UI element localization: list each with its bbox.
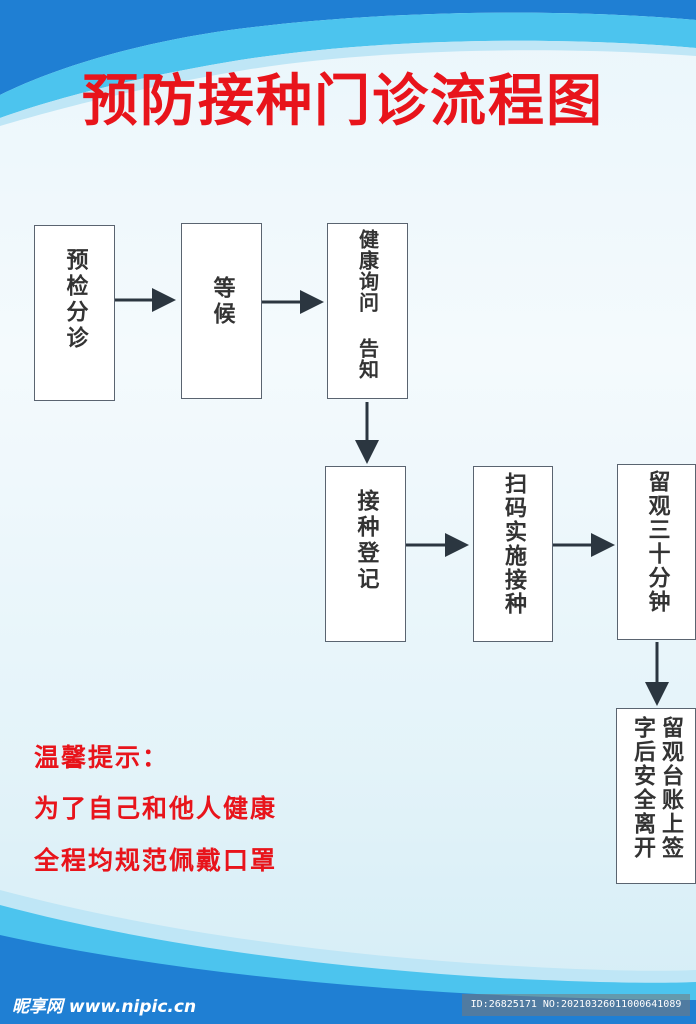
tips-line-1: 为了自己和他人健康: [34, 794, 278, 823]
tips-line-2: 全程均规范佩戴口罩: [34, 846, 278, 875]
node-registration: 接种登记: [325, 466, 406, 642]
node-observe: 留观三十分钟: [617, 464, 696, 640]
image-id-watermark: ID:26825171 NO:20210326011000641089: [462, 994, 690, 1016]
page-title: 预防接种门诊流程图: [82, 69, 604, 134]
node-health-inquiry-label: 健康询问 告知: [355, 229, 380, 380]
node-sign-leave-label: 留观台账上签字后安全离开: [630, 716, 683, 860]
node-observe-label: 留观三十分钟: [644, 470, 670, 614]
node-health-inquiry: 健康询问 告知: [327, 223, 408, 399]
node-pre-check-label: 预检分诊: [62, 248, 88, 352]
node-scan-vaccinate-label: 扫码实施接种: [501, 472, 526, 616]
node-scan-vaccinate: 扫码实施接种: [473, 466, 553, 642]
watermark-logo: 昵享网 www.nipic.cn: [12, 997, 197, 1017]
node-wait-label: 等候: [209, 276, 235, 328]
node-pre-check: 预检分诊: [34, 225, 115, 401]
tips-heading: 温馨提示：: [34, 743, 170, 772]
node-sign-leave: 留观台账上签字后安全离开: [616, 708, 696, 884]
node-registration-label: 接种登记: [353, 489, 379, 593]
node-wait: 等候: [181, 223, 262, 399]
